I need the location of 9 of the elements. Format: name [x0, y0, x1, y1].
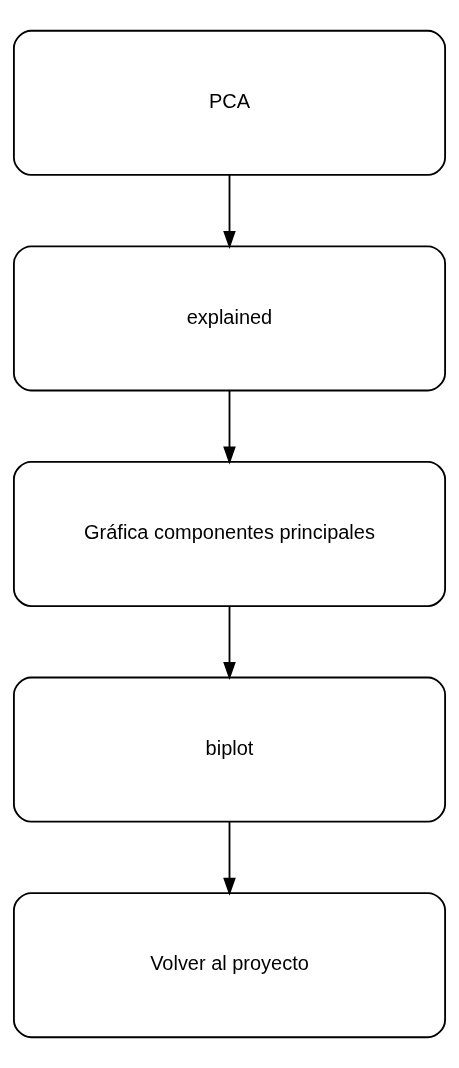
arrow [223, 820, 236, 896]
node-box: PCA [13, 29, 446, 176]
node-box: Gráfica componentes principales [13, 460, 446, 608]
node-box: biplot [13, 676, 446, 823]
node-box: explained [13, 245, 446, 392]
arrow [223, 174, 236, 249]
arrow [223, 605, 236, 681]
node-box: Volver al proyecto [13, 892, 446, 1039]
arrow [223, 389, 236, 465]
